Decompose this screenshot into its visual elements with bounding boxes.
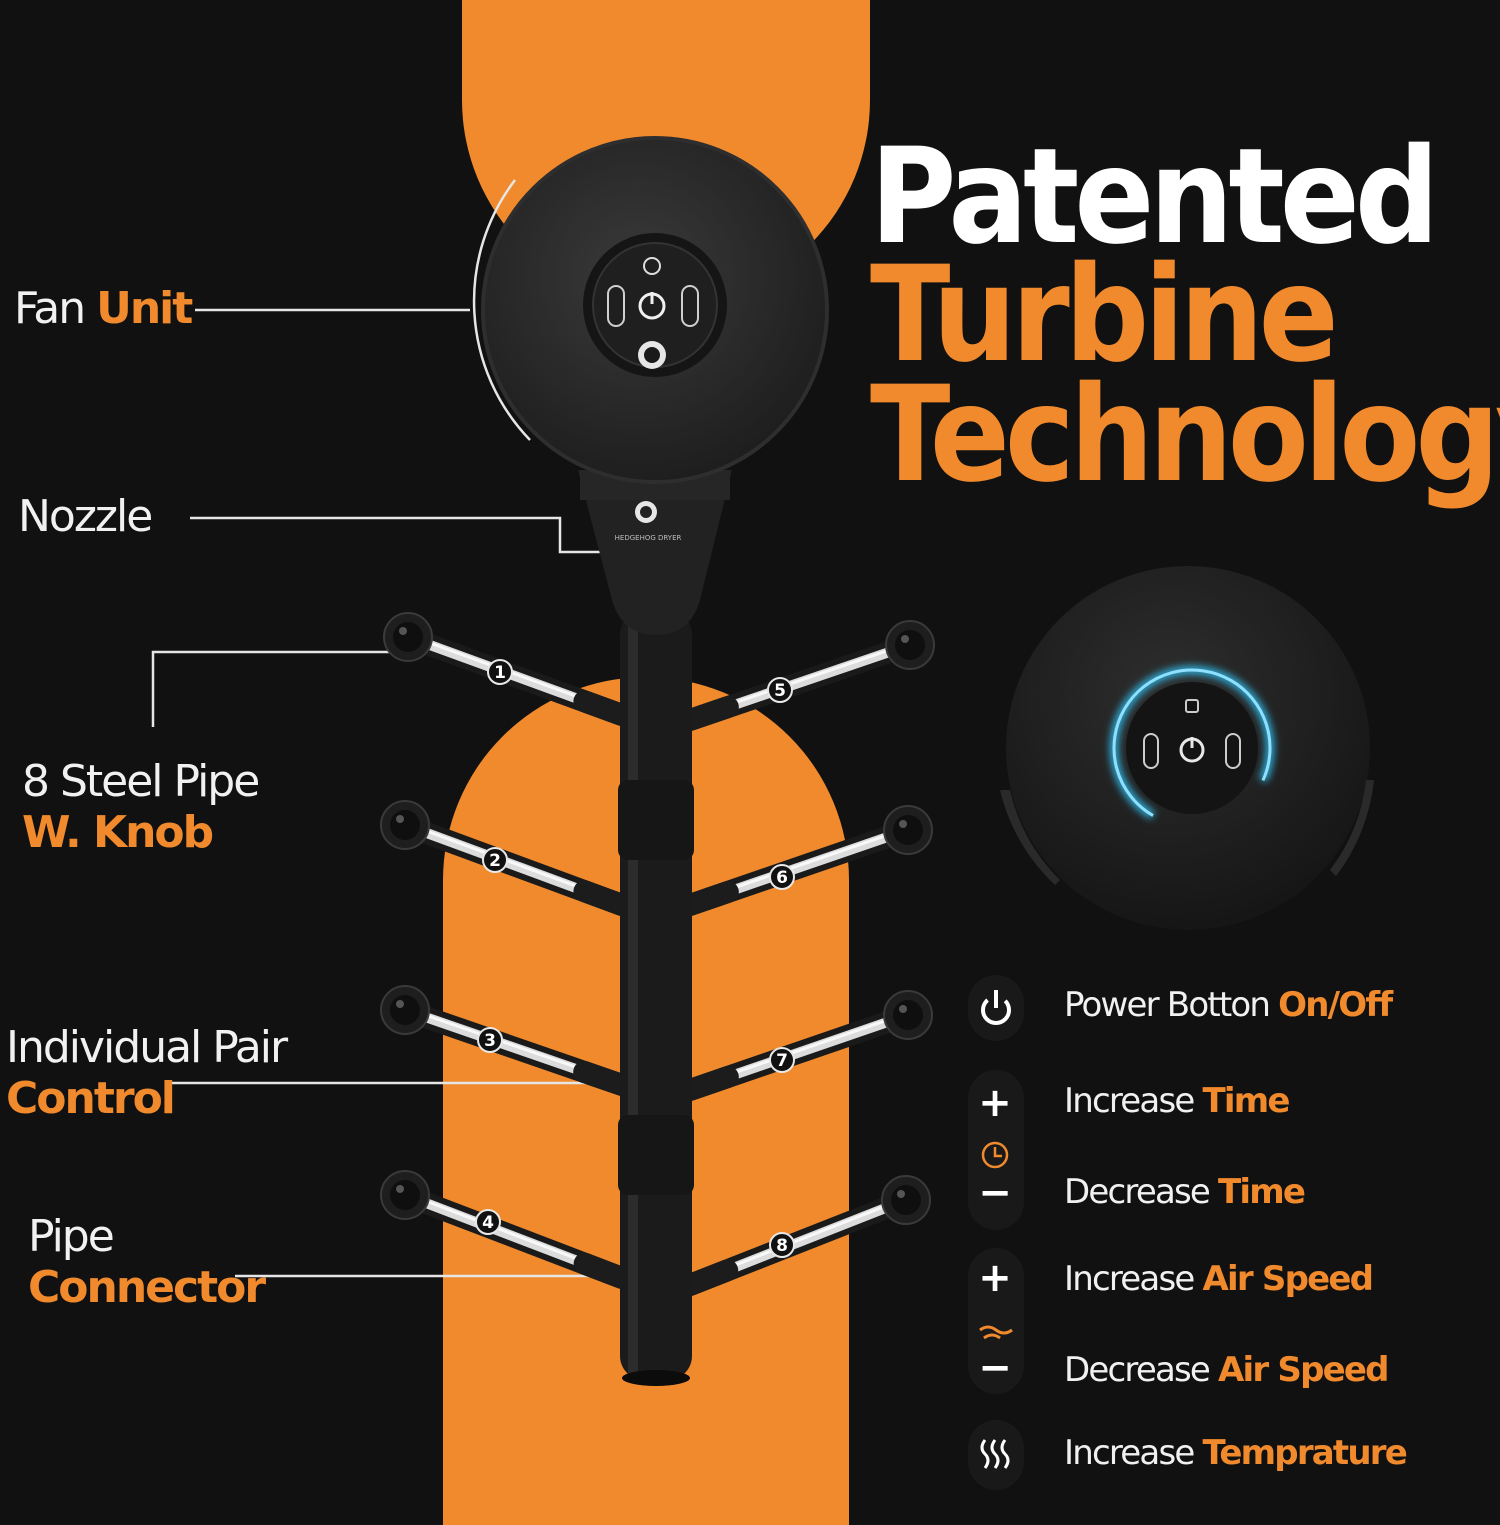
pipe-number: 6 bbox=[776, 868, 788, 888]
label-accent: Unit bbox=[96, 283, 193, 334]
clock-icon bbox=[981, 1141, 1009, 1169]
legend-word: Power Botton bbox=[1064, 985, 1271, 1025]
title-line-1: Patented bbox=[870, 118, 1439, 274]
pipe-number-badge bbox=[769, 864, 795, 890]
steel-pipe: 4 bbox=[380, 1170, 633, 1289]
pipe-number-badge bbox=[482, 847, 508, 873]
control-panels bbox=[968, 975, 1024, 1490]
pipe-number: 4 bbox=[482, 1213, 494, 1233]
pipe-knob bbox=[881, 1175, 931, 1225]
pipe-number-badge bbox=[769, 1047, 795, 1073]
legend-word: Decrease bbox=[1064, 1350, 1211, 1390]
legend-power: Power Botton On/Off bbox=[1064, 985, 1393, 1025]
label-accent: Connector bbox=[28, 1261, 266, 1313]
steel-pipe: 6 bbox=[679, 805, 933, 916]
pipe-knob bbox=[883, 990, 933, 1040]
pipe-number: 3 bbox=[484, 1031, 496, 1051]
pipe-number-badge bbox=[767, 677, 793, 703]
legend-accent: Time bbox=[1202, 1081, 1291, 1121]
fan-closeup bbox=[1000, 566, 1374, 930]
pipe-number-badge bbox=[769, 1232, 795, 1258]
label-fan-unit: Fan Unit bbox=[14, 283, 193, 335]
pipe-knob bbox=[380, 985, 430, 1035]
plus-icon: + bbox=[978, 1080, 1012, 1126]
pipe-number: 1 bbox=[494, 663, 506, 683]
label-steel-pipe: 8 Steel Pipe W. Knob bbox=[22, 756, 260, 858]
brand-logo: HEDGEHOG DRYER bbox=[615, 501, 682, 542]
legend-accent: Temprature bbox=[1202, 1433, 1408, 1473]
pipe-number-badge bbox=[475, 1209, 501, 1235]
steel-pipe: 2 bbox=[380, 800, 633, 916]
label-word: Pipe bbox=[28, 1211, 115, 1262]
legend-word: Increase bbox=[1064, 1081, 1195, 1121]
label-accent: W. Knob bbox=[22, 806, 214, 858]
minus-icon: − bbox=[978, 1345, 1012, 1391]
pipe-number-badge bbox=[477, 1027, 503, 1053]
legend-increase-air-speed: Increase Air Speed bbox=[1064, 1259, 1374, 1299]
title-line-3: Technology bbox=[870, 356, 1500, 512]
pipe-knob bbox=[383, 612, 433, 662]
minus-icon: − bbox=[978, 1170, 1012, 1216]
legend-accent: On/Off bbox=[1278, 985, 1393, 1025]
steel-pipe: 7 bbox=[679, 990, 933, 1101]
legend-accent: Time bbox=[1218, 1172, 1306, 1212]
label-word: 8 Steel Pipe bbox=[22, 756, 260, 807]
label-word: Individual Pair bbox=[6, 1022, 288, 1073]
legend-accent: Air Speed bbox=[1218, 1350, 1389, 1390]
label-pair-control: Individual Pair Control bbox=[6, 1022, 288, 1124]
legend-increase-temperature: Increase Temprature bbox=[1064, 1433, 1408, 1473]
pipe-knob bbox=[380, 800, 430, 850]
legend-increase-time: Increase Time bbox=[1064, 1081, 1291, 1121]
label-accent: Control bbox=[6, 1072, 176, 1124]
fan-speed-icon bbox=[979, 1325, 1013, 1340]
fan-unit-disc bbox=[481, 136, 829, 484]
steel-pipe: 5 bbox=[679, 620, 935, 731]
legend-decrease-air-speed: Decrease Air Speed bbox=[1064, 1350, 1389, 1390]
pipe-number: 8 bbox=[776, 1236, 788, 1256]
title-line-2: Turbine bbox=[870, 236, 1339, 392]
label-word: Nozzle bbox=[18, 491, 153, 542]
legend-word: Increase bbox=[1064, 1433, 1195, 1473]
label-word: Fan bbox=[14, 283, 86, 334]
legend-word: Increase bbox=[1064, 1259, 1195, 1299]
label-pipe-connector: Pipe Connector bbox=[28, 1211, 266, 1313]
steel-pipes: 1 2 3 4 5 6 7 8 bbox=[380, 612, 935, 1296]
legend-accent: Air Speed bbox=[1202, 1259, 1374, 1299]
pipe-number: 5 bbox=[774, 681, 786, 701]
legend-word: Decrease bbox=[1064, 1172, 1211, 1212]
steel-pipe: 3 bbox=[380, 985, 633, 1096]
legend-decrease-time: Decrease Time bbox=[1064, 1172, 1306, 1212]
pipe-knob bbox=[883, 805, 933, 855]
control-icons bbox=[979, 990, 1013, 1469]
label-nozzle: Nozzle bbox=[18, 491, 153, 543]
brand-text: HEDGEHOG DRYER bbox=[615, 534, 682, 542]
steel-pipe: 1 bbox=[383, 612, 633, 726]
pipe-number: 2 bbox=[489, 851, 501, 871]
power-icon bbox=[981, 995, 1011, 1025]
steel-pipe: 8 bbox=[679, 1175, 931, 1296]
pipe-number-badge bbox=[487, 659, 513, 685]
heat-icon bbox=[980, 1439, 1010, 1469]
pipe-number: 7 bbox=[776, 1051, 788, 1071]
pipe-knob bbox=[380, 1170, 430, 1220]
plus-icon: + bbox=[978, 1255, 1012, 1301]
pipe-knob bbox=[885, 620, 935, 670]
dryer-handle bbox=[578, 470, 732, 1386]
